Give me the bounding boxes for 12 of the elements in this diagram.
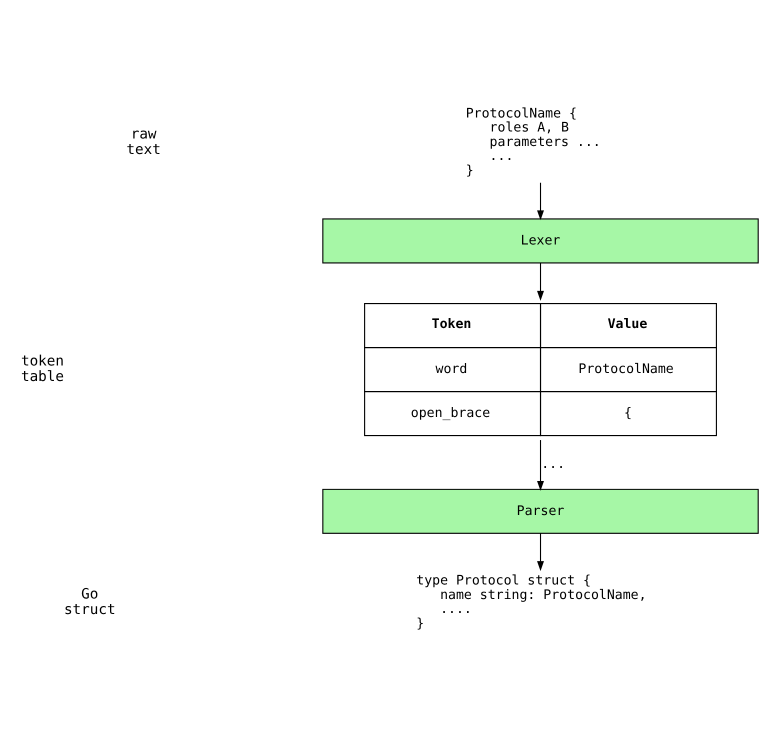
arrow (537, 182, 544, 220)
node-box: Lexer (322, 218, 759, 263)
node-text: type Protocol struct { name string: ProtocolName, .... } (416, 573, 647, 631)
node-box: Parser (322, 488, 759, 534)
label: Go struct (64, 586, 116, 618)
label: token table (20, 353, 64, 384)
node-text: ProtocolName { roles A, B parameters ... ... } (466, 106, 601, 178)
edge-label: ... (541, 456, 566, 472)
arrow (537, 440, 544, 490)
arrow (537, 533, 544, 571)
arrow (537, 262, 544, 300)
label: raw text (126, 126, 161, 158)
